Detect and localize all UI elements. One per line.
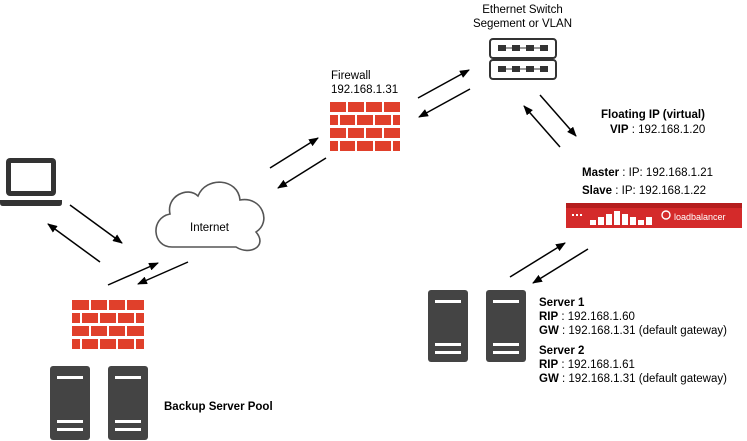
backup-pool-label: Backup Server Pool <box>164 401 273 413</box>
server1-info: Server 1 RIP : 192.168.1.60 GW : 192.168… <box>539 296 727 338</box>
server2-info: Server 2 RIP : 192.168.1.61 GW : 192.168… <box>539 344 727 386</box>
server-icon-2 <box>486 290 526 362</box>
loadbalancer-appliance-icon <box>566 203 742 228</box>
server2-rip: RIP : 192.168.1.61 <box>539 358 727 372</box>
server1-rip: RIP : 192.168.1.60 <box>539 310 727 324</box>
server1-rip-label: RIP <box>539 311 559 323</box>
firewall-icon-main <box>330 102 400 151</box>
server-icon-backup-2 <box>108 366 148 440</box>
master-label: Master <box>582 167 620 179</box>
switch-label-line2: Segement or VLAN <box>472 18 573 30</box>
server1-gw-value: : 192.168.1.31 (default gateway) <box>558 325 727 337</box>
server2-title: Server 2 <box>539 345 585 357</box>
vip-line: VIP : 192.168.1.20 <box>610 123 705 137</box>
slave-line: Slave : IP: 192.168.1.22 <box>582 184 706 198</box>
server-icon-1 <box>428 290 468 362</box>
master-line: Master : IP: 192.168.1.21 <box>582 166 713 180</box>
master-value: : IP: 192.168.1.21 <box>619 167 714 179</box>
server2-gw-value: : 192.168.1.31 (default gateway) <box>558 373 727 385</box>
vip-value: : 192.168.1.20 <box>628 124 706 136</box>
server1-gw: GW : 192.168.1.31 (default gateway) <box>539 324 727 338</box>
vip-label: VIP <box>610 124 629 136</box>
floating-ip-title: Floating IP (virtual) <box>601 109 705 121</box>
laptop-icon <box>0 158 62 206</box>
firewall-title: Firewall <box>331 70 371 82</box>
server2-rip-value: : 192.168.1.61 <box>558 359 635 371</box>
firewall-label: Firewall 192.168.1.31 <box>331 69 398 97</box>
firewall-ip: 192.168.1.31 <box>331 84 399 96</box>
connection-arrows <box>47 69 589 286</box>
server1-rip-value: : 192.168.1.60 <box>558 311 635 323</box>
switch-icon <box>489 38 557 80</box>
slave-label: Slave <box>582 185 613 197</box>
internet-label: Internet <box>190 222 229 234</box>
server1-gw-label: GW <box>539 325 559 337</box>
server2-gw: GW : 192.168.1.31 (default gateway) <box>539 372 727 386</box>
firewall-icon-backup <box>72 300 144 349</box>
slave-value: : IP: 192.168.1.22 <box>612 185 707 197</box>
appliance-brand: loadbalancer <box>674 212 726 222</box>
switch-label-line1: Ethernet Switch <box>482 4 563 16</box>
server2-rip-label: RIP <box>539 359 559 371</box>
switch-label: Ethernet Switch Segement or VLAN <box>460 3 585 31</box>
cloud-icon <box>155 181 265 252</box>
server2-gw-label: GW <box>539 373 559 385</box>
server1-title: Server 1 <box>539 297 585 309</box>
server-icon-backup-1 <box>50 366 90 440</box>
